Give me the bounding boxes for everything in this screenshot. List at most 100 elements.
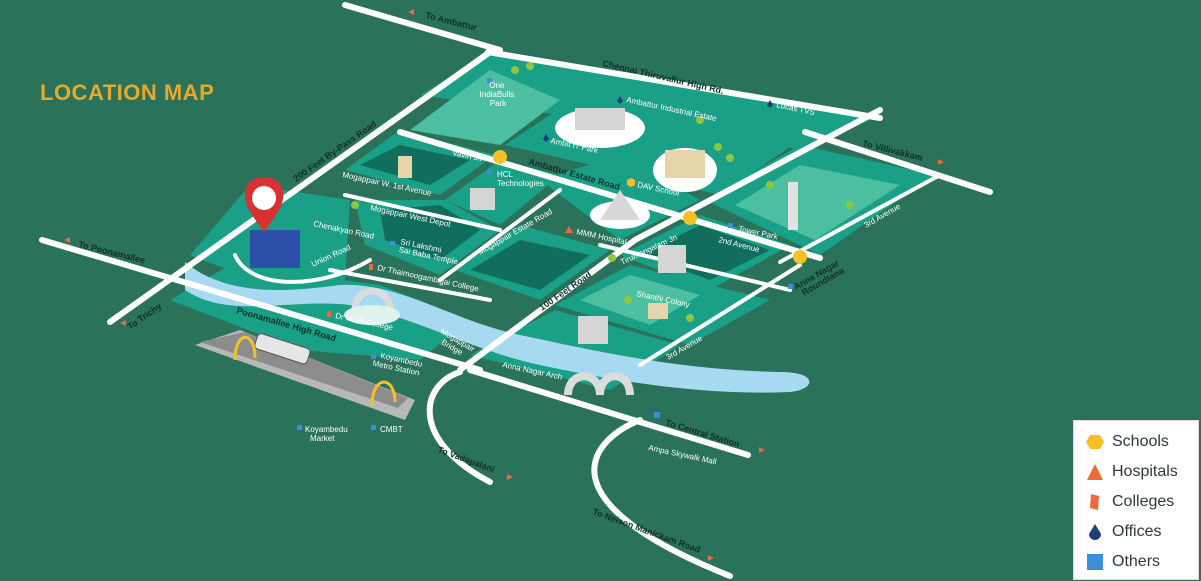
- metro-line: [195, 330, 415, 420]
- w1st-building: [398, 156, 412, 178]
- drop-icon: [543, 134, 549, 142]
- block-north: [420, 55, 880, 150]
- legend-item-schools: Schools: [1086, 431, 1169, 453]
- square-icon: [788, 284, 793, 289]
- project-pin-icon[interactable]: [244, 177, 284, 232]
- direction-arrows: [64, 9, 944, 561]
- road-mogappair-estate: [438, 188, 562, 282]
- arrow-left-icon: [64, 237, 70, 243]
- road-3rd-ave-top: [778, 173, 942, 264]
- legend-item-hospitals: Hospitals: [1086, 461, 1178, 483]
- square-icon: [1087, 554, 1103, 570]
- road-ambattur: [342, 2, 503, 53]
- road-inner-b: [328, 268, 492, 302]
- south-building: [578, 316, 608, 344]
- block-west-a-inner: [360, 145, 470, 185]
- triangle-icon: [565, 226, 573, 233]
- tree: [766, 181, 774, 189]
- square-icon: [371, 354, 376, 359]
- block-indiabulls: [410, 70, 560, 145]
- tower-park-tower: [788, 182, 798, 230]
- tree: [696, 116, 704, 124]
- tree: [511, 66, 519, 74]
- road-vadapalani: [426, 369, 493, 485]
- hexagon-icon: [1086, 435, 1104, 449]
- arrow-right-icon: [759, 447, 765, 453]
- college-arch-base: [344, 305, 400, 325]
- road-inner-a: [343, 193, 502, 232]
- square-icon: [654, 412, 660, 418]
- project-building: [250, 230, 300, 268]
- tree: [726, 154, 734, 162]
- drop-icon: [617, 96, 623, 104]
- metro-track: [200, 332, 408, 408]
- junctions: [493, 150, 807, 264]
- road-union: [233, 253, 372, 284]
- road-nelson: [591, 417, 733, 579]
- poi-markers: [297, 78, 793, 430]
- map-legend: Schools Hospitals Colleges Offices Other…: [1073, 420, 1199, 580]
- road-central: [467, 367, 751, 458]
- tree: [526, 62, 534, 70]
- arrow-right-icon: [938, 159, 944, 165]
- legend-label: Others: [1112, 553, 1161, 570]
- legend-label: Offices: [1112, 523, 1162, 540]
- tirumangalam-jn-marker: [683, 211, 697, 225]
- flag-icon: [369, 264, 373, 270]
- metro-arch-east: [370, 380, 397, 406]
- square-icon: [390, 241, 395, 246]
- square-icon: [487, 170, 492, 175]
- hexagon-icon: [627, 178, 635, 187]
- river: [185, 262, 810, 393]
- road-villivakkam: [802, 129, 993, 195]
- square-icon: [297, 425, 302, 430]
- legend-label: Schools: [1112, 433, 1169, 450]
- road-3rd-ave-bottom: [638, 263, 802, 367]
- drop-icon: [767, 100, 773, 108]
- flag-icon: [327, 311, 331, 317]
- second-ave-building: [658, 245, 686, 273]
- cmbt-label: CMBT: [380, 425, 403, 434]
- arrow-left-icon: [120, 320, 126, 326]
- road-chennai-thiruvallur: [485, 49, 883, 121]
- tree: [846, 201, 854, 209]
- tree: [624, 296, 632, 304]
- trees: [351, 62, 854, 322]
- block-mid-inner: [470, 240, 590, 290]
- industrial-estate-building: [575, 108, 625, 130]
- tree: [608, 254, 616, 262]
- page-title: LOCATION MAP: [40, 80, 215, 105]
- square-icon: [487, 78, 492, 83]
- block-shanthi-inner: [580, 275, 700, 325]
- drop-icon: [1089, 524, 1101, 540]
- road-ambattur-estate: [397, 129, 823, 261]
- legend-item-offices: Offices: [1086, 521, 1162, 543]
- legend-label: Colleges: [1112, 493, 1175, 510]
- square-icon: [728, 223, 733, 228]
- arrow-right-icon: [507, 474, 513, 480]
- block-tower-inner: [735, 165, 900, 240]
- roads: [39, 2, 993, 579]
- arrow-left-icon: [408, 9, 414, 15]
- mmm-hospital-building: [600, 190, 640, 220]
- metro-train: [254, 333, 311, 365]
- hcl-label: HCL Technologies: [497, 170, 544, 188]
- one-indiabulls-label: One IndiaBulls Park: [480, 81, 517, 108]
- road-inner-c: [598, 243, 792, 292]
- tree: [351, 201, 359, 209]
- triangle-icon: [1087, 464, 1103, 480]
- ampa-skywalk-label: Ampa Skywalk Mall: [648, 443, 718, 466]
- legend-item-others: Others: [1086, 551, 1160, 573]
- dav-school-building: [665, 150, 705, 178]
- legend-item-colleges: Colleges: [1086, 491, 1174, 513]
- tree: [686, 314, 694, 322]
- road-poonamallee: [39, 237, 483, 373]
- college-arch-icon: [351, 287, 394, 311]
- shanthi-colony-building: [648, 303, 668, 319]
- road-100feet: [457, 107, 883, 373]
- flag-icon: [1090, 494, 1099, 510]
- tree: [714, 143, 722, 151]
- roundtana-marker: [793, 250, 807, 264]
